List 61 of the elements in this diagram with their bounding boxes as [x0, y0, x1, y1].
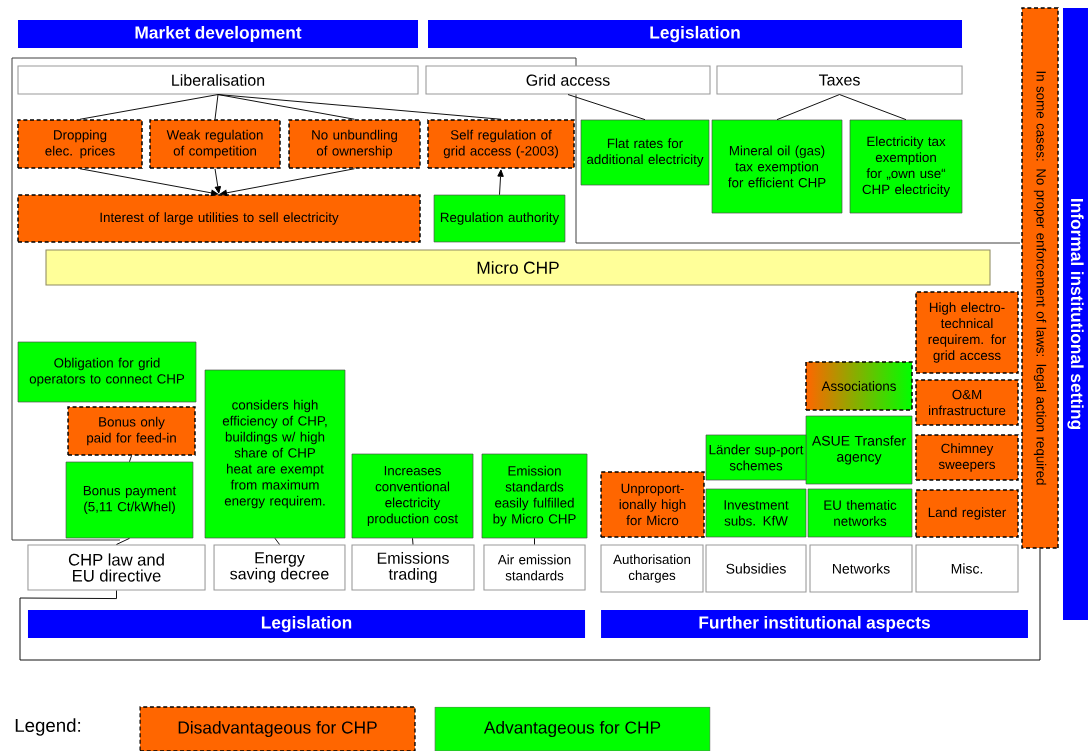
connector — [214, 94, 219, 120]
connector — [534, 537, 535, 545]
connector — [839, 94, 907, 121]
connector — [497, 169, 504, 196]
factor-box: Weak regulation of competition — [149, 119, 281, 169]
factor-box: High electro-technical requirem. for grid access — [915, 291, 1019, 374]
title-band: Legislation — [27, 610, 586, 638]
category-box: CHP law and EU directive — [27, 544, 206, 591]
title-band: Market development — [18, 20, 418, 48]
category-box: Energy saving decree — [213, 544, 346, 591]
connector — [567, 94, 646, 121]
factor-box: Obligation for grid operators to connect CHP — [17, 341, 197, 403]
factor-box: Electricity tax exemption for „own use“ CHP electricity — [849, 119, 963, 214]
connector — [217, 94, 355, 120]
connector — [129, 455, 132, 463]
category-box: Subsidies — [705, 544, 807, 593]
factor-box: ASUE Transfer agency — [805, 415, 913, 485]
factor-box: Associations — [805, 361, 913, 411]
category-header: Grid access — [425, 65, 711, 95]
factor-box: Interest of large utilities to sell electricity — [17, 194, 421, 243]
central-band: Micro CHP — [45, 249, 991, 286]
category-box: Air emission standards — [483, 544, 586, 591]
title-band: Legislation — [428, 20, 962, 48]
connector — [776, 94, 840, 121]
connector — [217, 94, 502, 120]
factor-box: Mineral oil (gas) tax exemption for efficient CHP — [711, 119, 843, 214]
connector — [79, 94, 219, 120]
factor-box: O&M infrastructure — [915, 379, 1019, 426]
factor-box: Land register — [915, 489, 1019, 538]
connector — [214, 168, 222, 194]
category-header: Taxes — [716, 65, 963, 95]
connector — [19, 548, 1041, 661]
factor-box: considers high efficiency of CHP, buildings w/ high share of CHP heat are exempt from maximum energy requirem. — [204, 369, 346, 539]
factor-box: Unproport-ionally high for Micro — [600, 471, 705, 538]
factor-box: Bonus payment (5,11 Ct/kWhel) — [65, 461, 194, 539]
connector — [79, 168, 219, 197]
factor-box: Bonus only paid for feed-in — [67, 406, 196, 456]
category-box: Authorisation charges — [600, 544, 704, 593]
category-box: Emissions trading — [351, 544, 475, 591]
factor-box: Investment subs. KfW — [705, 488, 807, 538]
factor-box: Chimney sweepers — [915, 434, 1019, 481]
connector — [274, 537, 280, 545]
vertical-note-box: In some cases: No proper enforcement of laws: legal action required — [1021, 7, 1059, 549]
connector — [219, 168, 355, 197]
factor-box: Länder sup-port schemes — [705, 434, 807, 481]
connector — [116, 537, 130, 545]
factor-box: Emission standards easily fulfilled by Micro CHP — [481, 453, 588, 539]
category-header: Liberalisation — [17, 65, 419, 95]
category-box: Misc. — [915, 544, 1019, 593]
category-box: Networks — [809, 544, 913, 593]
title-band: Further institutional aspects — [601, 610, 1028, 638]
factor-box: Dropping elec. prices — [17, 119, 143, 169]
legend-title: Legend: — [15, 718, 81, 736]
factor-box: Regulation authority — [433, 194, 566, 243]
factor-box: Flat rates for additional electricity — [580, 119, 710, 186]
connector — [412, 537, 414, 545]
factor-box: No unbundling of ownership — [288, 119, 421, 169]
factor-box: Self regulation of grid access (-2003) — [427, 119, 575, 169]
factor-box: EU thematic networks — [807, 488, 913, 538]
factor-box: Increases conventional electricity production cost — [351, 453, 474, 539]
vertical-band: Informal institutional setting — [1063, 8, 1088, 620]
